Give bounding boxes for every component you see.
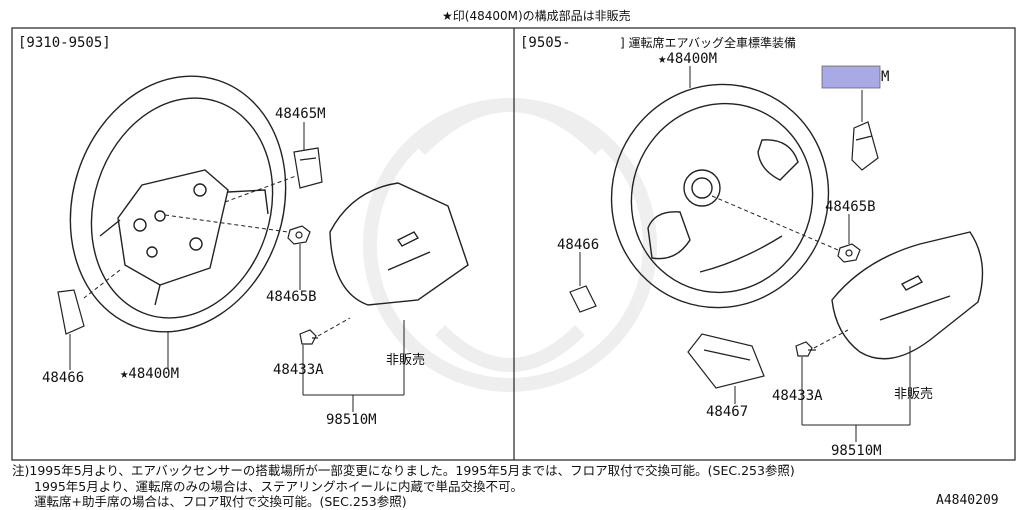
right-part-48466 (569, 285, 597, 313)
right-steering-wheel (610, 83, 830, 309)
figure-id: A4840209 (936, 493, 999, 508)
left-leader-lines (83, 175, 351, 337)
left-bolt-48433A (299, 329, 318, 345)
right-label-ticks (579, 66, 911, 442)
watermark (363, 98, 657, 392)
right-cover-part (851, 121, 879, 171)
right-label-48465B[interactable]: 48465B (825, 199, 876, 215)
right-nut-48465B (837, 243, 861, 263)
right-highlight-box (821, 65, 881, 89)
right-period-label: [9505- (520, 35, 571, 51)
left-period-label: [9310-9505] (18, 35, 111, 51)
left-label-48466[interactable]: 48466 (42, 370, 85, 386)
left-label-ticks (69, 122, 405, 412)
right-leader-lines (711, 195, 849, 349)
note-line-1: 注)1995年5月より、エアバックセンサーの搭載場所が一部変更になりました。19… (12, 463, 795, 478)
right-highlight-suffix: M (881, 69, 890, 85)
right-period-note: ] 運転席エアバッグ全車標準装備 (620, 36, 797, 50)
left-airbag-pad (329, 182, 469, 306)
left-label-48400M[interactable]: ★48400M (120, 366, 180, 382)
note-line-2: 1995年5月より、運転席のみの場合は、ステアリングホイールに内蔵で単品交換不可… (34, 479, 524, 494)
note-line-3: 運転席+助手席の場合は、フロア取付で交換可能。(SEC.253参照) (34, 494, 407, 509)
header-title: ★印(48400M)の構成部品は非販売 (442, 9, 631, 23)
right-label-98510M[interactable]: 98510M (831, 443, 882, 459)
right-part-48467 (687, 333, 765, 389)
left-label-98510M[interactable]: 98510M (326, 412, 377, 428)
right-label-48400M[interactable]: ★48400M (658, 51, 718, 67)
left-nut-48465B (287, 225, 311, 245)
left-label-48433A[interactable]: 48433A (273, 362, 324, 378)
left-steering-wheel (69, 75, 287, 333)
right-label-48466[interactable]: 48466 (557, 237, 600, 253)
left-cover-48465M (293, 147, 323, 189)
left-label-48465M[interactable]: 48465M (275, 106, 326, 122)
right-label-48433A[interactable]: 48433A (772, 388, 823, 404)
right-label-not-for-sale: 非販売 (894, 387, 934, 402)
left-label-48465B[interactable]: 48465B (266, 289, 317, 305)
right-airbag-pad (831, 231, 984, 360)
left-label-not-for-sale: 非販売 (386, 353, 426, 368)
left-part-48466 (57, 289, 85, 335)
right-bolt-48433A (795, 341, 816, 357)
right-label-48467[interactable]: 48467 (706, 404, 749, 420)
